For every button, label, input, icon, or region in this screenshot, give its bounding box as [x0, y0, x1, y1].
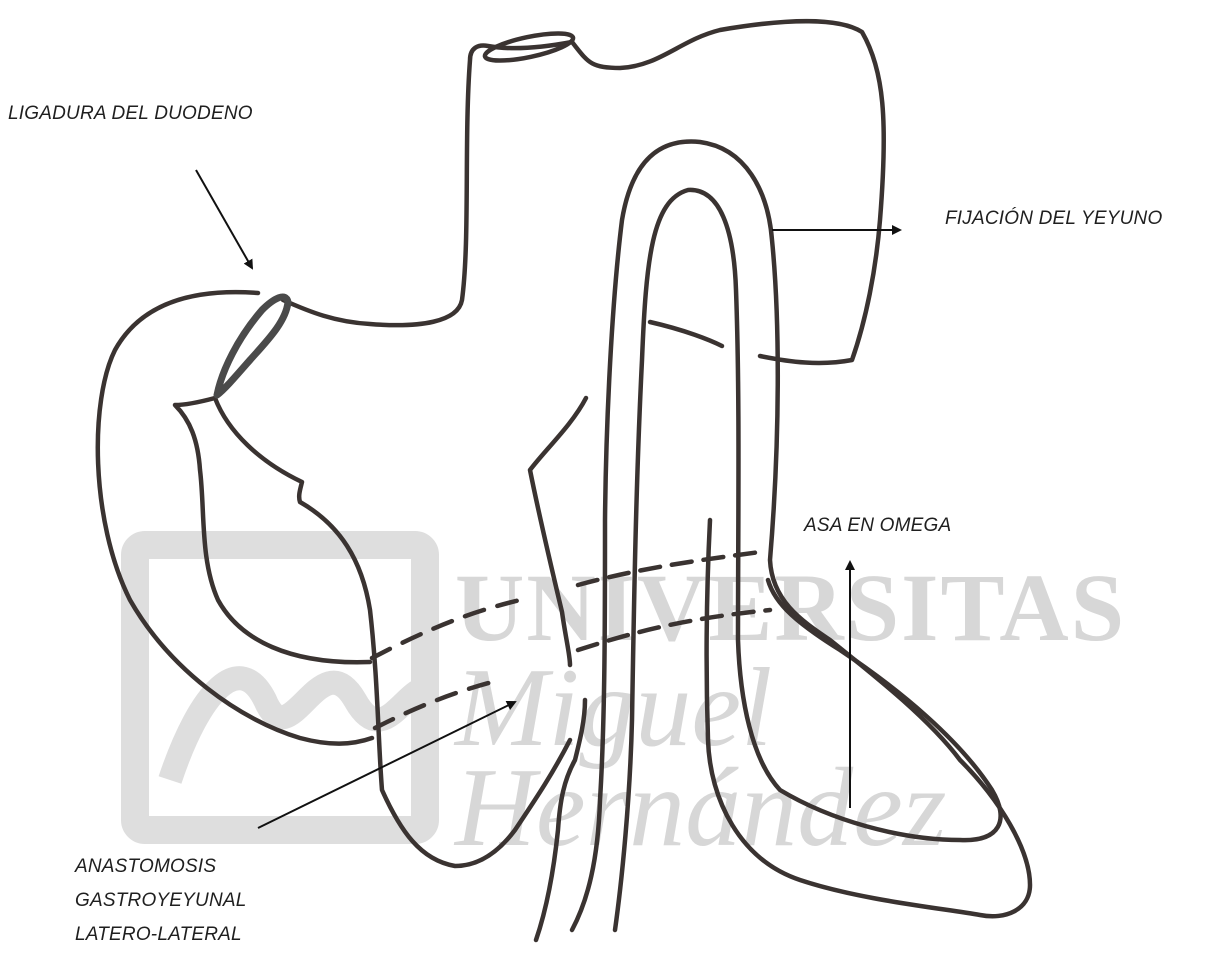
label-anastomosis-line-3: LATERO-LATERAL	[75, 918, 247, 952]
label-anastomosis-line-1: ANASTOMOSIS	[75, 850, 247, 884]
stomach-outline	[283, 21, 884, 363]
label-fijacion-yeyuno: FIJACIÓN DEL YEYUNO	[945, 209, 1162, 228]
duodenum-inner	[175, 398, 370, 662]
label-anastomosis-line-2: GASTROYEYUNAL	[75, 884, 247, 918]
label-asa-omega: ASA EN OMEGA	[804, 516, 951, 535]
label-anastomosis: ANASTOMOSIS GASTROYEYUNAL LATERO-LATERAL	[75, 850, 247, 952]
ligadura-arrow	[196, 170, 252, 268]
duodenum-ligature	[217, 297, 288, 395]
jejunum-cross-line	[650, 322, 722, 346]
label-ligadura-duodeno: LIGADURA DEL DUODENO	[8, 104, 253, 123]
